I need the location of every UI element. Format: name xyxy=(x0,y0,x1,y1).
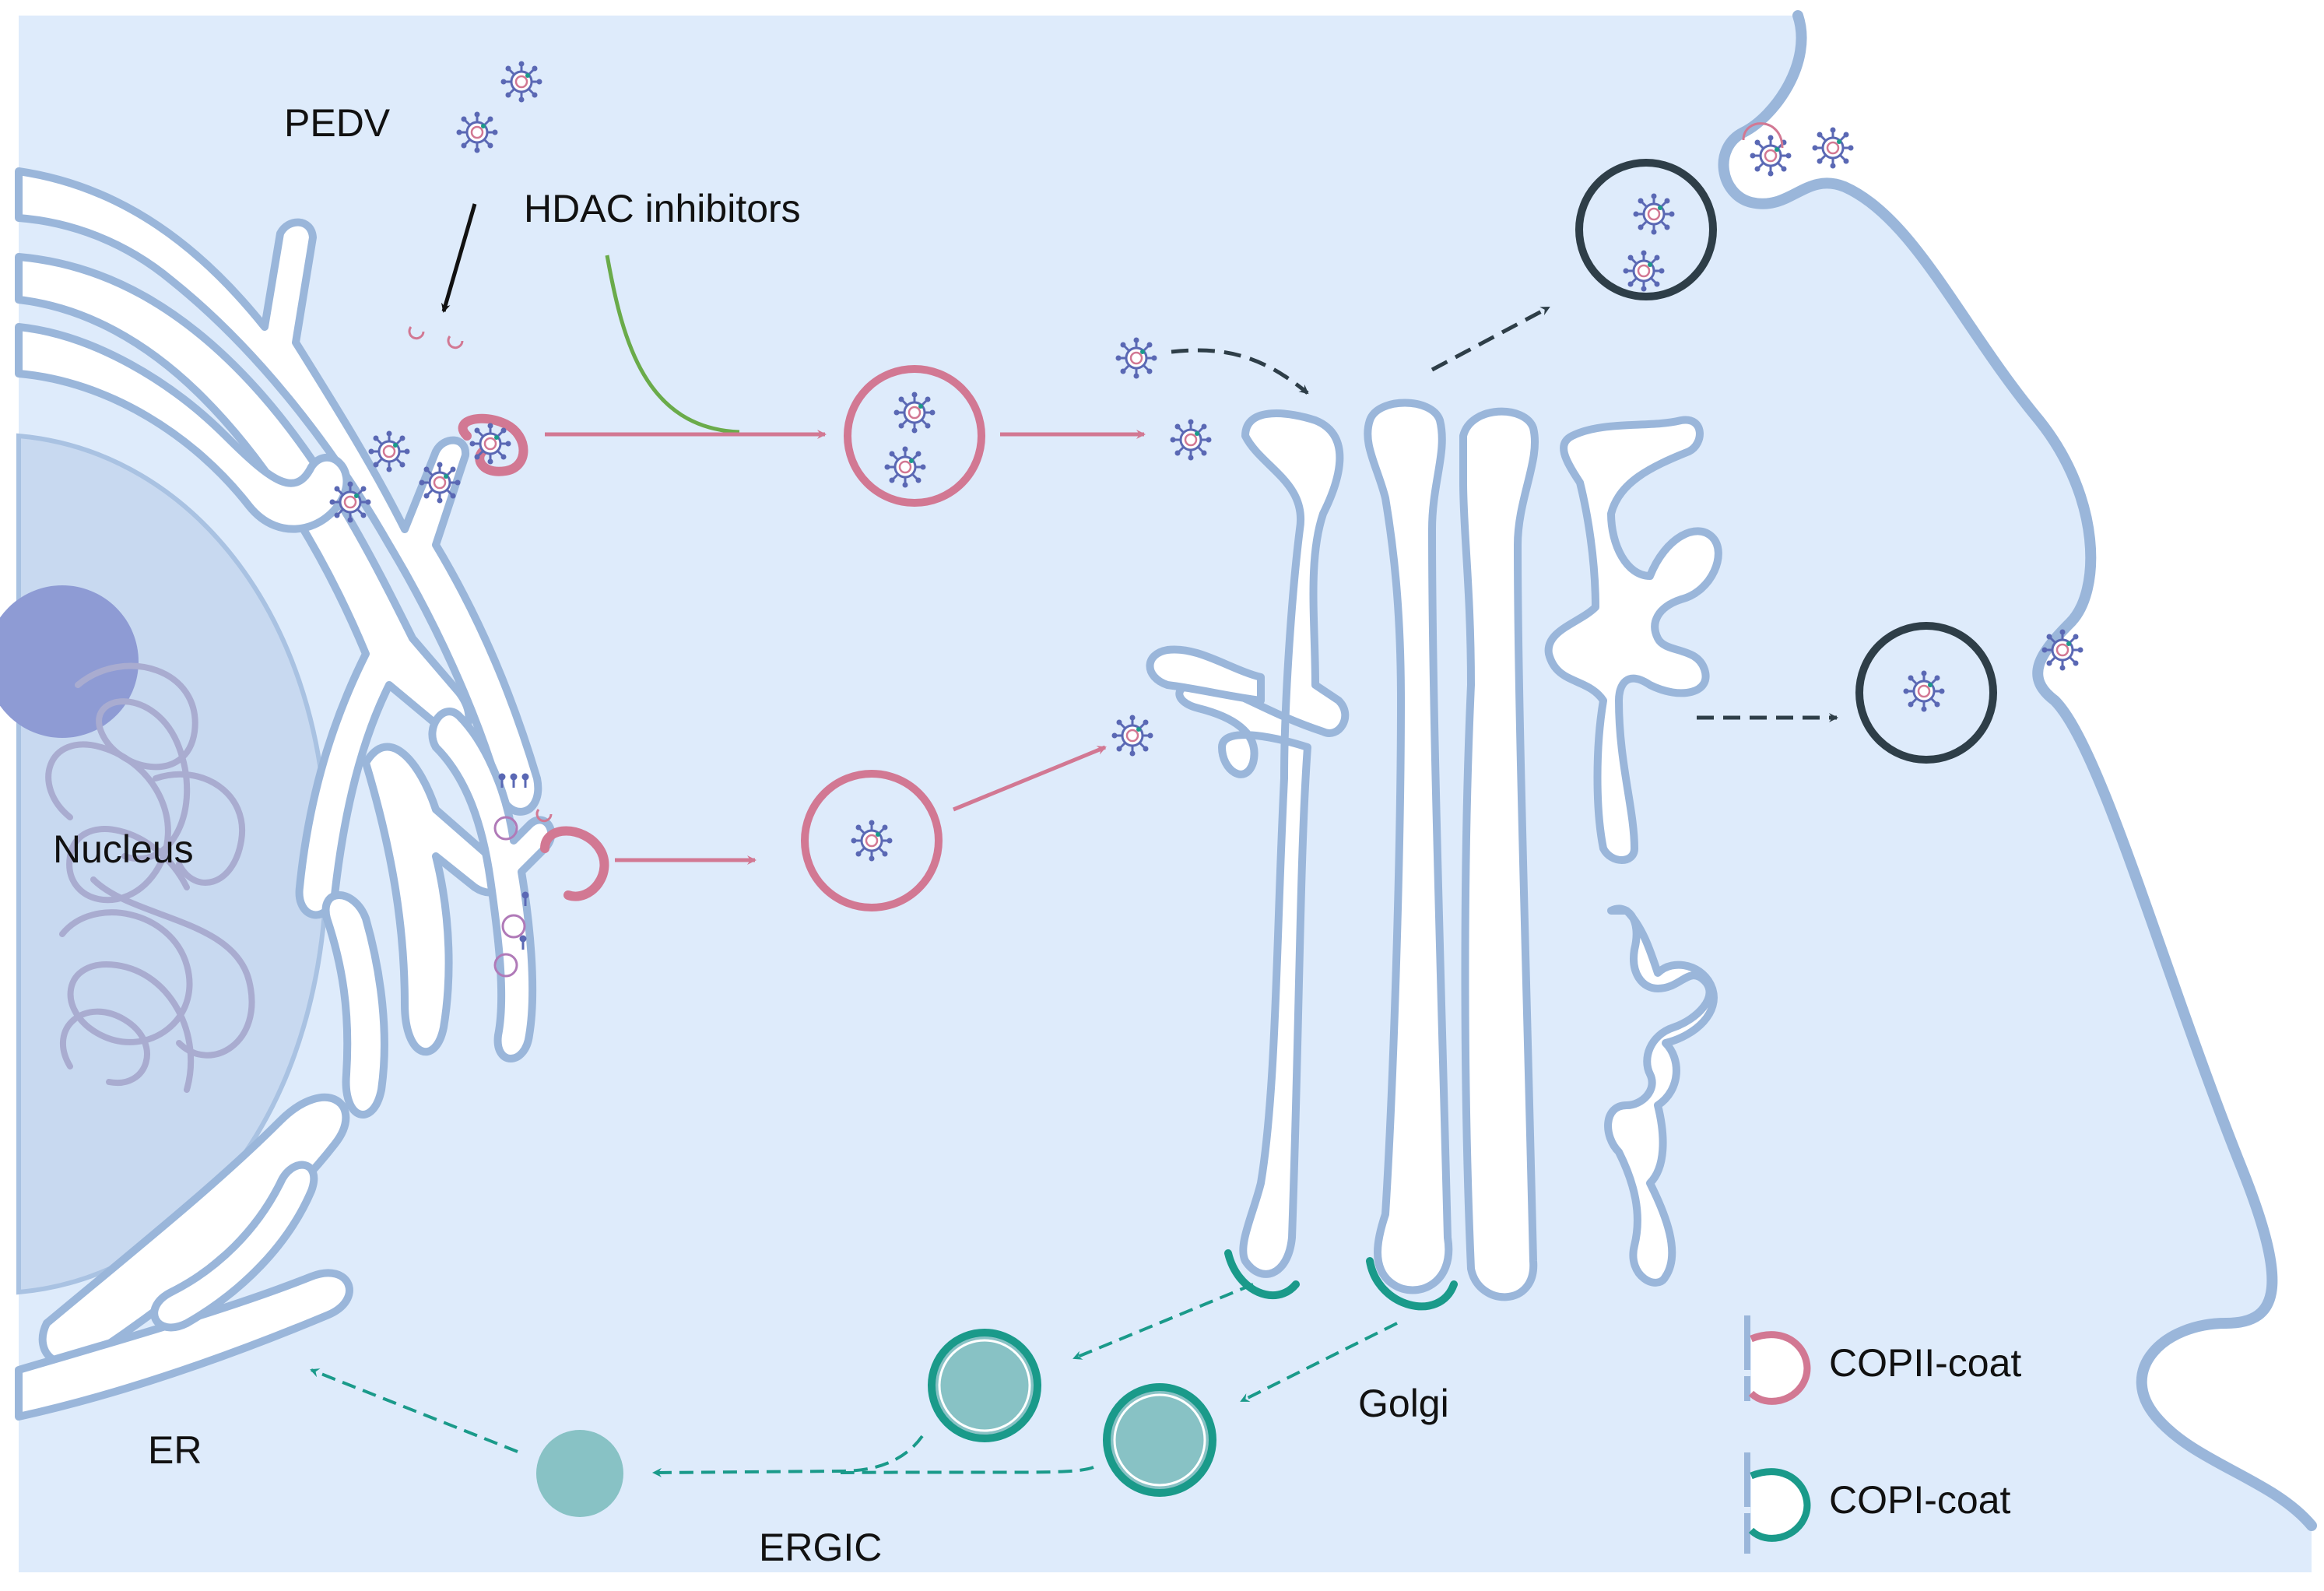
chromatin xyxy=(45,662,255,1093)
virion-vesicle-b xyxy=(850,819,893,862)
arrow-golgi-to-copi-2 xyxy=(1240,1322,1398,1403)
virion-mature-2 xyxy=(1622,249,1666,293)
golgi-small-branch xyxy=(1146,645,1265,704)
er-small-vesicles xyxy=(493,816,526,978)
copii-bud-lower xyxy=(540,826,609,901)
virion-released-1 xyxy=(1749,134,1792,177)
virion-released-2 xyxy=(1811,126,1855,170)
cytoplasm xyxy=(19,16,2312,1572)
virion-vesicle-a2 xyxy=(883,445,927,489)
copii-fragments xyxy=(408,326,553,823)
label-golgi: Golgi xyxy=(1358,1382,1449,1425)
label-er: ER xyxy=(148,1428,202,1472)
virion-released-3 xyxy=(2041,628,2084,672)
golgi-trans-network-upper xyxy=(1544,416,1722,864)
er-sheet-2 xyxy=(15,253,473,919)
virion-mature-3 xyxy=(1902,669,1946,713)
er-inner-sheet xyxy=(321,891,388,1119)
copii-vesicle-lower xyxy=(801,770,943,911)
copi-vesicle-1-ring xyxy=(938,1339,1031,1432)
labels: PEDV HDAC inhibitors Nucleus ER ERGIC Go… xyxy=(53,101,1449,1569)
legend: COPII-coat COPI-coat xyxy=(1744,1315,2021,1554)
label-pedv: PEDV xyxy=(284,101,391,145)
copii-vesicle-upper xyxy=(844,365,985,507)
virion-released-bud xyxy=(1742,122,1784,149)
arrow-pedv-entry xyxy=(441,203,477,313)
legend-copii-swatch xyxy=(1748,1331,1811,1405)
virion-er-2 xyxy=(418,461,462,504)
er-lower-arm xyxy=(362,743,509,1056)
copii-bud-upper xyxy=(458,413,528,476)
er-budding-arm xyxy=(428,708,556,1062)
virion-free-3 xyxy=(1111,714,1154,757)
virion-pedv-2 xyxy=(455,111,499,154)
virion-mature-1 xyxy=(1632,192,1676,236)
arrow-copi2-to-ergic xyxy=(840,1466,1094,1474)
label-ergic: ERGIC xyxy=(759,1526,882,1569)
er-sheet-3 xyxy=(15,323,351,533)
golgi-trans-cisterna xyxy=(1459,407,1539,1301)
plasma-membrane xyxy=(1718,10,2317,1531)
arrow-ergic-to-er xyxy=(310,1368,518,1453)
vesicles xyxy=(536,159,1997,1517)
er-vesicle-spikes xyxy=(498,773,529,950)
virion-vesicle-a1 xyxy=(893,391,936,434)
arrows xyxy=(310,203,1838,1477)
copi-coat-rim-cis xyxy=(1224,1249,1300,1300)
legend-copi-swatch xyxy=(1748,1468,1811,1542)
er-inner-sheet-2 xyxy=(150,1161,318,1332)
virion-er-1 xyxy=(367,430,411,473)
nucleolus xyxy=(0,585,139,738)
legend-copii-label: COPII-coat xyxy=(1829,1341,2021,1385)
arrow-golgi-to-mature-upper xyxy=(1431,305,1550,372)
legend-copi-label: COPI-coat xyxy=(1829,1478,2011,1522)
mature-vesicle-lower xyxy=(1855,622,1997,764)
nucleus xyxy=(0,433,330,1295)
ergic-compartment xyxy=(536,1430,623,1517)
arrow-copi-to-ergic xyxy=(652,1435,924,1477)
virion-pedv-1 xyxy=(500,60,543,104)
copi-coat-rim-medial xyxy=(1366,1257,1458,1311)
arrow-golgi-to-copi-1 xyxy=(1072,1283,1254,1360)
virion-free-2 xyxy=(1169,418,1213,462)
hdac-inhibitor-line xyxy=(605,255,740,434)
label-hdac-inhibitors: HDAC inhibitors xyxy=(524,187,801,230)
mature-vesicle-upper xyxy=(1575,159,1717,300)
virion-free-1 xyxy=(1115,336,1158,380)
arrow-vesicle-to-golgi-lower xyxy=(953,745,1107,812)
copi-vesicle-2-ring xyxy=(1113,1393,1206,1487)
golgi-trans-network-lower xyxy=(1604,904,1718,1287)
golgi-apparatus xyxy=(1146,399,1722,1301)
virion-er-3 xyxy=(328,480,372,524)
virion-bud xyxy=(469,422,512,465)
golgi-medial-cisterna xyxy=(1364,399,1453,1294)
label-nucleus: Nucleus xyxy=(53,827,194,871)
copi-vesicle-2 xyxy=(1103,1383,1216,1497)
copi-vesicle-1 xyxy=(928,1329,1041,1442)
golgi-cis-cisterna xyxy=(1175,409,1350,1278)
